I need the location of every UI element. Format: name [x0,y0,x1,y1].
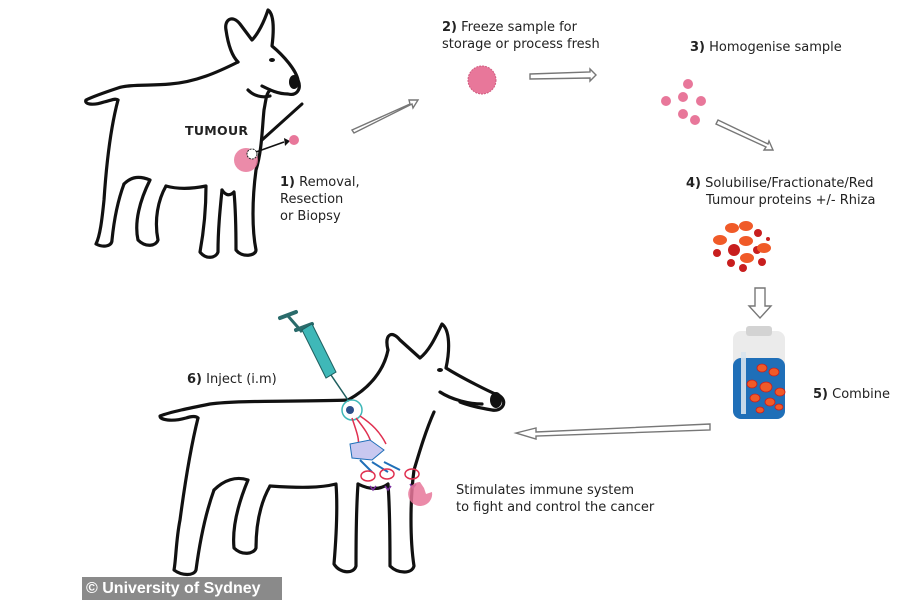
protein-fragments [713,221,771,272]
dog-illustration-bottom [158,322,506,577]
extract-arrow [255,141,285,153]
dog-nose-icon [289,75,299,89]
dog-illustration-top [84,8,301,259]
arrow-step1-to-2 [350,99,420,134]
arrow-step2-to-3 [529,67,597,83]
homogenised-pieces [661,79,706,125]
flow-arrows [350,67,775,440]
step-1-label: 1) Removal, Resection or Biopsy [280,175,360,224]
outcome-label: Stimulates immune system to fight and co… [456,483,655,515]
biopsy-site [246,148,258,160]
dog-eye-icon [437,368,443,372]
vaccine-vial [733,326,786,419]
step-1-number: 1) [280,175,295,190]
dog-nose-icon [490,392,502,408]
frozen-sample [467,65,497,95]
step-3-number: 3) [690,40,705,55]
step-4-number: 4) [686,176,701,191]
sample-piece [289,135,299,145]
step-2-label: 2) Freeze sample for storage or process … [442,20,600,52]
dog-eye-icon [269,58,275,62]
immune-response [341,399,433,506]
step-6-number: 6) [187,372,202,387]
step-3-label: 3) Homogenise sample [690,40,842,55]
tumour-label: TUMOUR [185,123,249,138]
step-6-label: 6) Inject (i.m) [187,372,277,387]
scalpel-icon [260,102,304,142]
image-credit: © University of Sydney [82,577,282,600]
arrow-step3-to-4 [715,119,775,151]
step-5-label: 5) Combine [813,387,890,402]
arrow-step4-to-5 [747,287,773,320]
syringe-icon [278,310,349,401]
step-4-label: 4) Solubilise/Fractionate/Red Tumour pro… [686,176,876,208]
arrow-step5-to-6 [513,423,711,440]
step-5-number: 5) [813,387,828,402]
step-2-number: 2) [442,20,457,35]
extract-arrowhead [284,138,290,146]
